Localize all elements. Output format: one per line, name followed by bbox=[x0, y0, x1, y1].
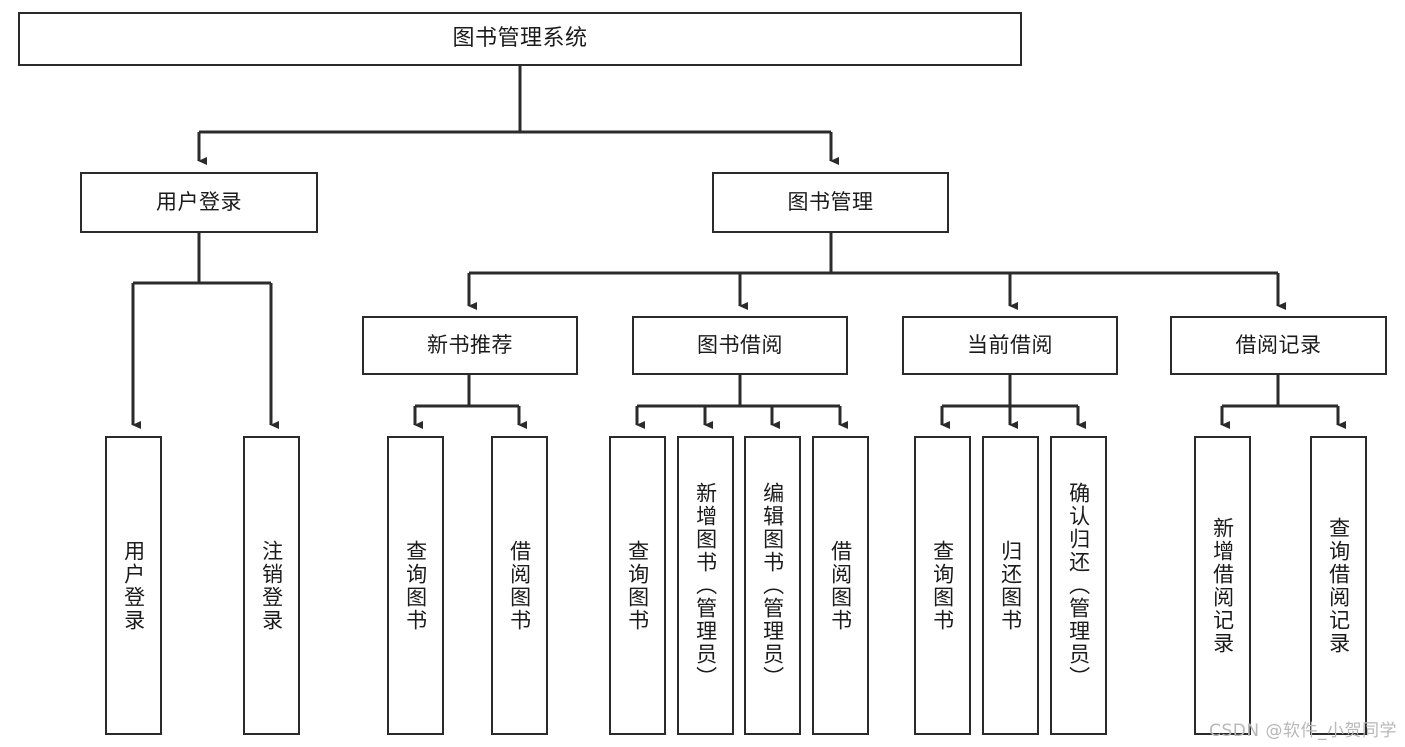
leaf-return-book[interactable]: 归还图书 bbox=[982, 436, 1039, 735]
node-label: 归还图书 bbox=[998, 539, 1023, 632]
leaf-add-borrow-record[interactable]: 新增借阅记录 bbox=[1194, 436, 1251, 735]
node-label: 新增图书（管理员） bbox=[693, 482, 718, 689]
node-label: 查询图书 bbox=[930, 539, 955, 632]
connectors-bookborrow-to-leaves bbox=[635, 375, 848, 429]
node-label: 查询借阅记录 bbox=[1326, 516, 1351, 655]
leaf-borrow-book[interactable]: 借阅图书 bbox=[812, 436, 869, 735]
node-label: 编辑图书（管理员） bbox=[760, 482, 785, 689]
connectors-root-to-level2 bbox=[197, 66, 839, 165]
node-label: 图书管理系统 bbox=[452, 26, 588, 52]
node-label: 注销登录 bbox=[259, 539, 284, 632]
node-label: 确认归还（管理员） bbox=[1066, 482, 1091, 689]
leaf-edit-book-admin[interactable]: 编辑图书（管理员） bbox=[744, 436, 801, 735]
connectors-currentborrow-to-leaves bbox=[940, 375, 1086, 429]
connectors-newbook-to-leaves bbox=[413, 375, 527, 429]
node-label: 图书管理 bbox=[787, 190, 874, 215]
leaf-query-book-current[interactable]: 查询图书 bbox=[914, 436, 971, 735]
leaf-query-borrow-record[interactable]: 查询借阅记录 bbox=[1310, 436, 1367, 735]
connectors-userlogin-to-leaves bbox=[131, 233, 279, 429]
connectors-bookmgmt-to-level3 bbox=[467, 233, 1286, 310]
node-label: 查询图书 bbox=[625, 539, 650, 632]
node-label: 用户登录 bbox=[156, 190, 242, 215]
node-user-login[interactable]: 用户登录 bbox=[80, 172, 318, 233]
connectors-borrowrecord-to-leaves bbox=[1220, 375, 1346, 429]
node-borrow-record[interactable]: 借阅记录 bbox=[1170, 316, 1387, 375]
node-label: 借阅图书 bbox=[828, 539, 853, 632]
node-label: 用户登录 bbox=[121, 539, 146, 632]
node-label: 图书借阅 bbox=[697, 333, 783, 358]
node-label: 新增借阅记录 bbox=[1210, 516, 1235, 655]
leaf-borrow-book-recommend[interactable]: 借阅图书 bbox=[491, 436, 548, 735]
node-new-book-recommend[interactable]: 新书推荐 bbox=[362, 316, 578, 375]
leaf-logout[interactable]: 注销登录 bbox=[243, 436, 300, 735]
node-label: 借阅图书 bbox=[507, 539, 532, 632]
leaf-user-login[interactable]: 用户登录 bbox=[105, 436, 162, 735]
node-current-borrow[interactable]: 当前借阅 bbox=[902, 316, 1118, 375]
node-label: 新书推荐 bbox=[427, 333, 513, 358]
leaf-query-book-borrow[interactable]: 查询图书 bbox=[609, 436, 666, 735]
node-label: 查询图书 bbox=[403, 539, 428, 632]
node-book-borrow[interactable]: 图书借阅 bbox=[632, 316, 848, 375]
leaf-add-book-admin[interactable]: 新增图书（管理员） bbox=[677, 436, 734, 735]
node-book-management[interactable]: 图书管理 bbox=[712, 172, 949, 233]
node-label: 当前借阅 bbox=[967, 333, 1053, 358]
leaf-query-book-recommend[interactable]: 查询图书 bbox=[387, 436, 444, 735]
node-root-library-system[interactable]: 图书管理系统 bbox=[18, 12, 1022, 66]
leaf-confirm-return-admin[interactable]: 确认归还（管理员） bbox=[1050, 436, 1107, 735]
node-label: 借阅记录 bbox=[1235, 333, 1322, 358]
